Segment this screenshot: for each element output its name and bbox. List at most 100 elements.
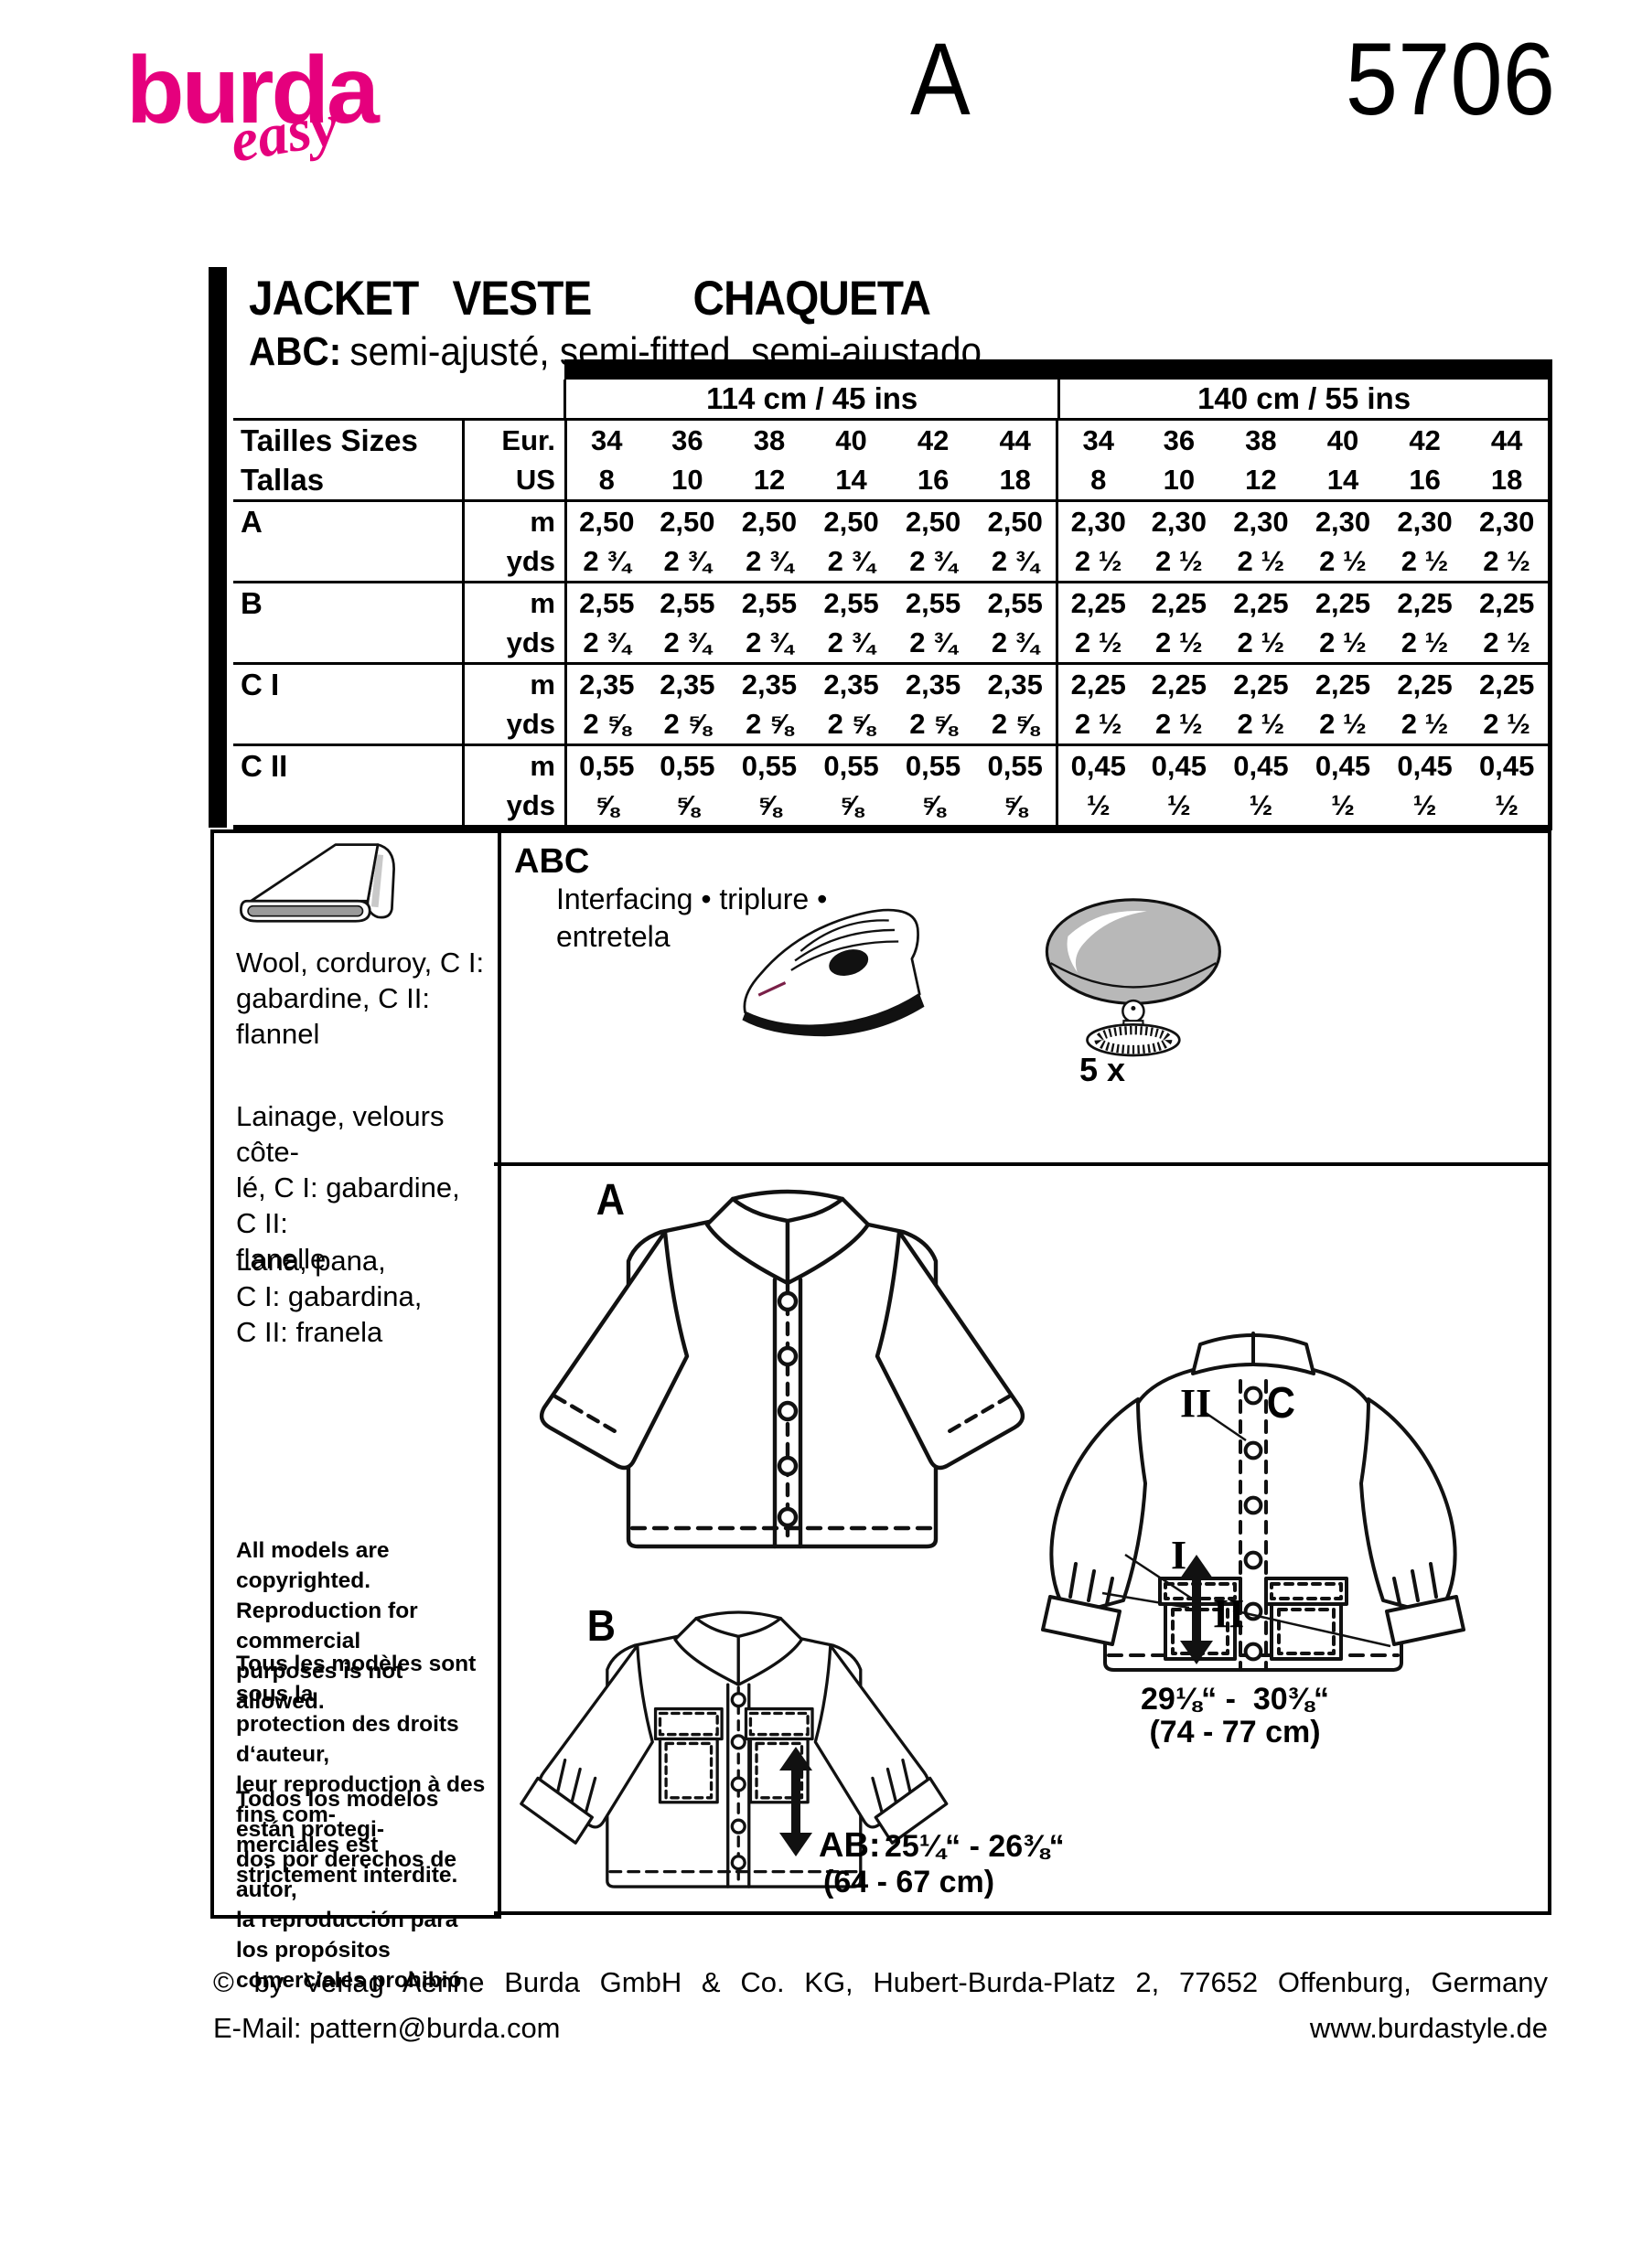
title-accent-bar — [209, 267, 227, 828]
yardage-table: 114 cm / 45 ins 140 cm / 55 ins Tailles … — [233, 359, 1552, 830]
yardage-cell: 2,25 2 ½ — [1383, 665, 1466, 746]
fabric-text-es: Lana, pana, C I: gabardina, C II: franel… — [236, 1245, 423, 1348]
yardage-cell: 2,25 2 ½ — [1056, 583, 1139, 665]
copyright-es: Todos los modelos están protegi- dos por… — [236, 1787, 462, 1993]
unit-cell: m yds — [462, 665, 564, 746]
copyright-en: All models are copyrighted. Reproduction… — [236, 1538, 418, 1714]
fabric-bolt-icon — [240, 843, 395, 923]
view-letter-heading: A — [910, 22, 971, 136]
yardage-cell: 2,25 2 ½ — [1138, 583, 1220, 665]
yardage-cell: 2,30 2 ½ — [1219, 502, 1303, 583]
yardage-cell: 2,35 2 ⅝ — [810, 665, 893, 746]
contact-line: E-Mail: pattern@burda.com www.burdastyle… — [213, 2012, 1548, 2045]
size-column-header: 40 14 — [810, 421, 893, 502]
yardage-cell: 2,50 2 ¾ — [564, 502, 647, 583]
size-column-header: 40 14 — [1302, 421, 1384, 502]
yardage-cell: 0,55 ⅝ — [564, 746, 647, 825]
publisher-line: © by Verlag Aenne Burda GmbH & Co. KG, H… — [213, 1966, 1548, 1998]
spacer-cell — [233, 380, 563, 418]
yardage-cell: 0,45 ½ — [1151, 750, 1207, 821]
size-column-header: 42 16 — [1383, 421, 1466, 502]
size-column-header: 38 12 — [1219, 421, 1303, 502]
burda-logo: burda — [126, 37, 380, 144]
yardage-cell: 2,50 2 ¾ — [646, 502, 729, 583]
copyright-fr: Tous les modèles sont sous la protection… — [236, 1652, 486, 1888]
c-back-length-cm: (74 - 77 cm) — [1149, 1715, 1321, 1749]
yardage-cell: 0,55 ⅝ — [741, 750, 798, 821]
yardage-cell: 0,55 ⅝ — [660, 750, 715, 821]
view-c-label: C — [1266, 1379, 1295, 1428]
yardage-cell: 2,55 2 ¾ — [564, 583, 647, 665]
jacket-c-drawing — [1041, 1332, 1465, 1672]
fabric-ii-collar-label: II — [1180, 1381, 1212, 1426]
view-b-label: B — [586, 1602, 616, 1651]
fabric-text-fr: Lainage, velours côte- lé, C I: gabardin… — [236, 1100, 460, 1275]
view-label-cell: C II — [241, 749, 288, 783]
yardage-cell: 2,35 2 ⅝ — [728, 665, 810, 746]
ab-back-length-cm: (64 - 67 cm) — [823, 1865, 995, 1899]
yardage-cell: 0,55 ⅝ — [823, 750, 879, 821]
view-a-label: A — [596, 1176, 625, 1225]
size-column-header: 44 18 — [973, 421, 1057, 502]
yardage-cell: 2,30 2 ½ — [1138, 502, 1220, 583]
size-column-header: 44 18 — [1465, 421, 1548, 502]
yardage-cell: 0,45 ½ — [1478, 750, 1535, 821]
yardage-cell: 2,55 2 ¾ — [973, 583, 1057, 665]
yardage-cell: 0,55 ⅝ — [905, 750, 961, 821]
yardage-cell: 2,30 2 ½ — [1383, 502, 1466, 583]
yardage-cell: 2,50 2 ¾ — [892, 502, 974, 583]
yardage-cell: 2,25 2 ½ — [1219, 583, 1303, 665]
yardage-cell: 2,55 2 ¾ — [646, 583, 729, 665]
fabric-text-en: Wool, corduroy, C I: gabardine, C II: fl… — [236, 947, 485, 1050]
yardage-cell: 2,30 2 ½ — [1302, 502, 1384, 583]
yardage-cell: 2,25 2 ½ — [1302, 583, 1384, 665]
size-column-header: 42 16 — [892, 421, 974, 502]
yardage-cell: 2,25 2 ½ — [1465, 583, 1548, 665]
yardage-cell: 0,45 ½ — [1397, 750, 1453, 821]
style-number: 5706 — [1345, 22, 1555, 136]
notions-views-label: ABC — [514, 842, 590, 881]
size-column-header: 38 12 — [728, 421, 810, 502]
view-label-cell: B — [233, 583, 462, 665]
yardage-cell: 2,35 2 ⅝ — [646, 665, 729, 746]
yardage-cell: 0,45 ½ — [1315, 750, 1371, 821]
length-arrow-c — [1180, 1555, 1213, 1664]
table-top-black-bar — [233, 359, 1548, 380]
size-column-header: 36 10 — [1138, 421, 1220, 502]
iron-icon — [742, 908, 925, 1037]
ab-back-length: AB: 25¼“ - 26⅜“ — [819, 1826, 1065, 1866]
view-label-cell: C I — [233, 665, 462, 746]
button-quantity: 5 x — [1079, 1051, 1126, 1088]
yardage-cell: 2,35 2 ⅝ — [973, 665, 1057, 746]
yardage-cell: 2,25 2 ½ — [1219, 665, 1303, 746]
yardage-cell: 2,50 2 ¾ — [973, 502, 1057, 583]
yardage-cell: 2,55 2 ¾ — [728, 583, 810, 665]
callout-leader-lines — [1101, 1411, 1391, 1648]
yardage-cell: 2,30 2 ½ — [1056, 502, 1139, 583]
shank-button-icon — [1086, 999, 1181, 1057]
size-column-header: 34 8 — [1056, 421, 1139, 502]
yardage-cell: 2,35 2 ⅝ — [564, 665, 647, 746]
publisher-email: E-Mail: pattern@burda.com — [213, 2012, 561, 2044]
size-column-header: 34 8 — [564, 421, 647, 502]
notions-box: ABC Interfacing • triplure • entretela 5… — [494, 829, 1551, 1166]
interfacing-text: Interfacing • triplure • entretela — [556, 883, 828, 953]
yardage-cell: 2,25 2 ½ — [1383, 583, 1466, 665]
technical-drawings-box: A — [494, 1159, 1551, 1915]
c-back-length-inches: 29⅛“ - 30⅜“ — [1140, 1682, 1329, 1717]
yardage-cell: 2,25 2 ½ — [1302, 665, 1384, 746]
yardage-cell: 2,25 2 ½ — [1465, 665, 1548, 746]
fabric-ii-pocket-label: II — [1213, 1591, 1245, 1636]
button-icon — [1045, 898, 1221, 1057]
view-label-cell: A — [233, 502, 462, 583]
ab-prefix: AB: — [819, 1826, 881, 1865]
yardage-cell: 2,50 2 ¾ — [728, 502, 810, 583]
garment-title: JACKET VESTE CHAQUETA — [249, 272, 931, 326]
publisher-website: www.burdastyle.de — [1309, 2012, 1548, 2044]
yardage-cell: 0,45 ½ — [1233, 750, 1289, 821]
yardage-cell: 2,25 2 ½ — [1138, 665, 1220, 746]
yardage-cell: 2,55 2 ¾ — [892, 583, 974, 665]
fabric-width-header-row: 114 cm / 45 ins 140 cm / 55 ins — [233, 380, 1548, 421]
yardage-cell: 0,55 ⅝ — [987, 750, 1043, 821]
